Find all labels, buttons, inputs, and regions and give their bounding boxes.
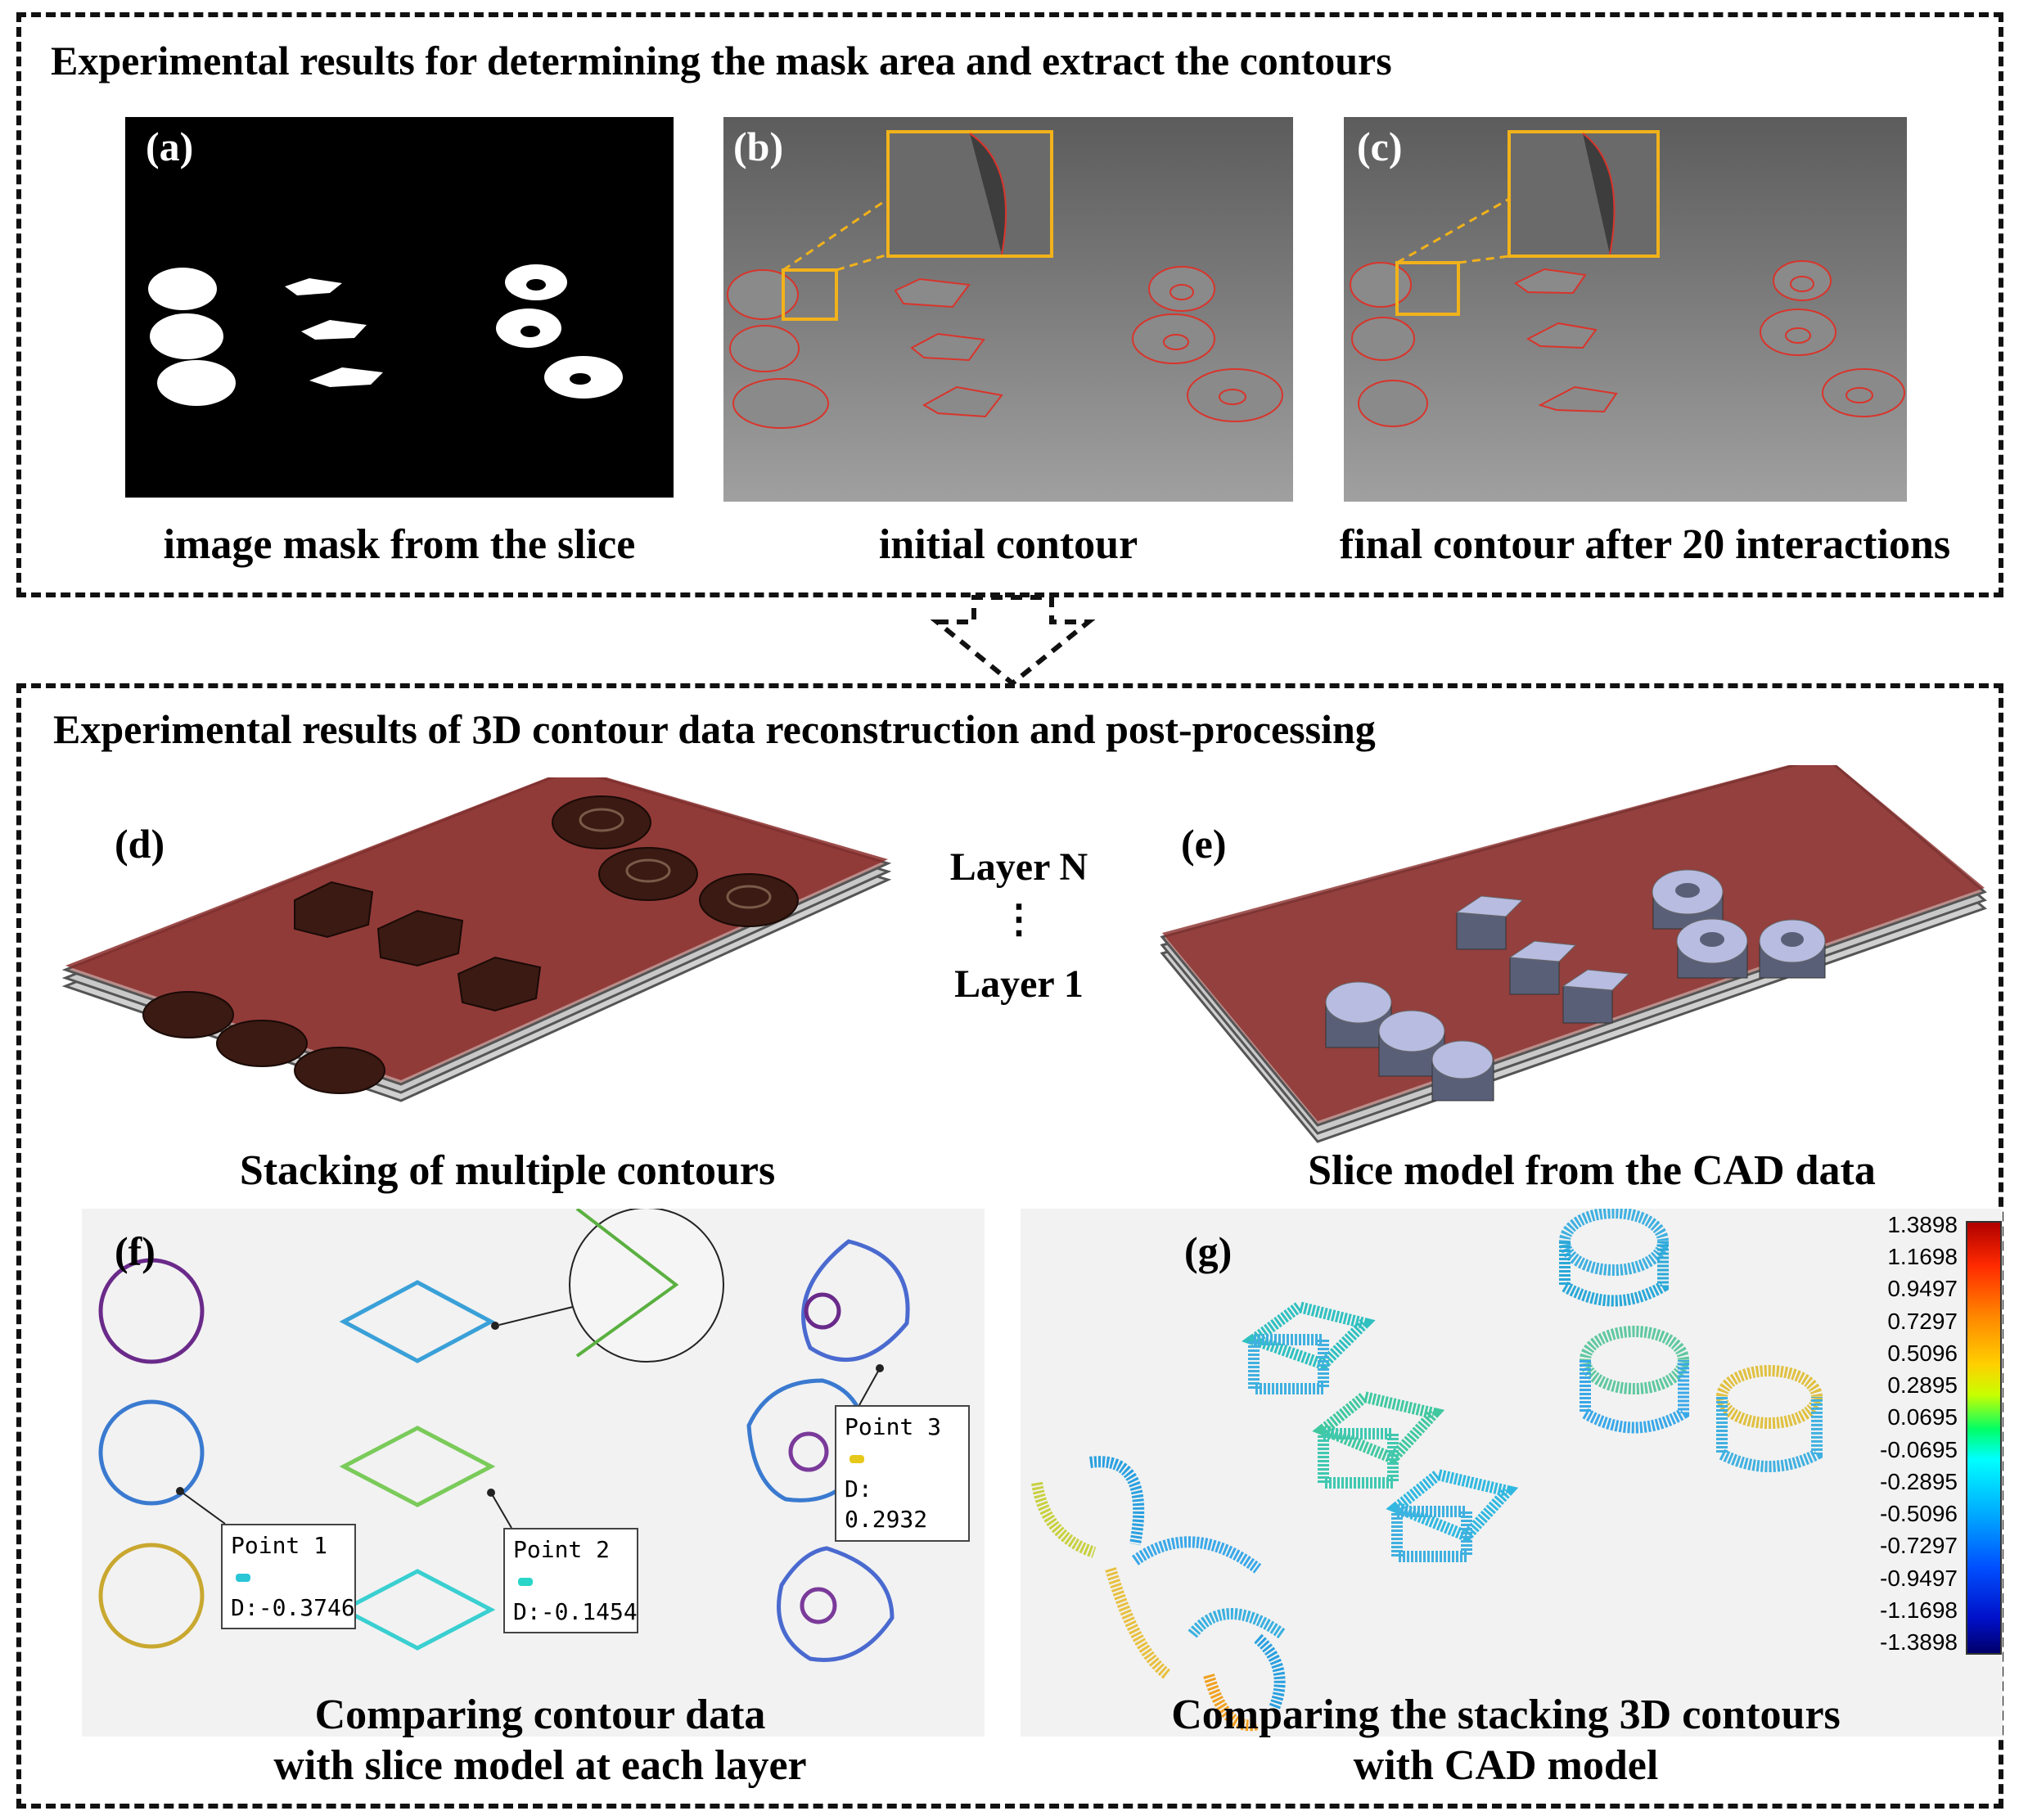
point-3-swatch bbox=[850, 1454, 864, 1463]
layer-n-label: Layer N bbox=[949, 845, 1088, 889]
layer-1-label: Layer 1 bbox=[954, 962, 1084, 1006]
color-scale-tick: 0.5096 bbox=[1887, 1340, 1958, 1366]
panel-f-caption: Comparing contour data with slice model … bbox=[131, 1690, 949, 1792]
point-3-callout: Point 3 D: 0.2932 bbox=[835, 1405, 970, 1543]
down-arrow-icon bbox=[930, 595, 1096, 687]
bottom-section-title: Experimental results of 3D contour data … bbox=[53, 706, 1376, 752]
top-section-frame bbox=[16, 12, 2003, 597]
point-2-swatch bbox=[518, 1577, 533, 1586]
point-2-callout: Point 2 D:-0.1454 bbox=[503, 1528, 638, 1634]
panel-b-initial-contour bbox=[723, 117, 1293, 502]
panel-a-label: (a) bbox=[146, 124, 194, 169]
color-scale-tick: -1.3898 bbox=[1880, 1629, 1958, 1655]
color-scale-tick: -0.2895 bbox=[1880, 1468, 1958, 1494]
color-scale-tick: 0.9497 bbox=[1887, 1276, 1958, 1302]
contour-comparison-drawing bbox=[98, 1209, 910, 1662]
panel-g-caption-line1: Comparing the stacking 3D contours bbox=[1171, 1692, 1841, 1738]
top-section-title: Experimental results for determining the… bbox=[51, 38, 1392, 83]
color-scale-tick: -0.9497 bbox=[1880, 1565, 1958, 1591]
color-scale-tick: -0.7297 bbox=[1880, 1533, 1958, 1559]
color-scale-tick: 0.2895 bbox=[1887, 1372, 1958, 1399]
color-scale-tick: -0.0695 bbox=[1880, 1436, 1958, 1462]
panel-d-caption: Stacking of multiple contours bbox=[239, 1147, 776, 1194]
panel-g-deviation-map: 1.3898 1.1698 0.9497 0.7297 0.5096 0.2895 0.06… bbox=[1021, 1209, 2003, 1737]
color-scale-bar bbox=[1966, 1221, 2002, 1655]
color-scale-tick: 1.3898 bbox=[1887, 1212, 1958, 1237]
color-scale-tick: 0.7297 bbox=[1887, 1308, 1958, 1334]
initial-contour-overlay bbox=[727, 130, 1283, 429]
panel-e-caption: Slice model from the CAD data bbox=[1308, 1147, 1876, 1194]
point-1-callout: Point 1 D:-0.3746 bbox=[221, 1524, 356, 1630]
point-2-value: D:-0.1454 bbox=[513, 1597, 638, 1625]
color-scale-tick: 0.0695 bbox=[1887, 1404, 1958, 1430]
deviation-3d-contours bbox=[1031, 1209, 1823, 1732]
color-scale-tick: 1.1698 bbox=[1887, 1244, 1958, 1270]
color-scale-tick: -0.5096 bbox=[1880, 1501, 1958, 1527]
panel-b-caption: initial contour bbox=[878, 521, 1138, 568]
point-3-name: Point 3 bbox=[845, 1413, 942, 1440]
panel-b-label: (b) bbox=[733, 124, 784, 169]
panel-c-final-contour bbox=[1344, 117, 1907, 502]
panel-c-caption: final contour after 20 interactions bbox=[1339, 521, 1951, 568]
mask-shapes bbox=[148, 264, 623, 406]
color-scale-tick: -1.1698 bbox=[1880, 1597, 1958, 1623]
panel-e-cad-slice-model bbox=[1160, 765, 1987, 1143]
panel-a-mask-image bbox=[125, 117, 674, 498]
layer-dots: ⋮ bbox=[999, 898, 1039, 941]
panel-f-caption-line2: with slice model at each layer bbox=[273, 1742, 807, 1790]
panel-g-caption-line2: with CAD model bbox=[1353, 1742, 1659, 1790]
point-1-name: Point 1 bbox=[231, 1532, 328, 1559]
panel-g-caption: Comparing the stacking 3D contours with … bbox=[1097, 1690, 1915, 1792]
panel-g-label: (g) bbox=[1184, 1228, 1233, 1274]
point-2-name: Point 2 bbox=[513, 1536, 611, 1563]
panel-a-caption: image mask from the slice bbox=[163, 521, 636, 568]
panel-f-contour-comparison: Point 1 D:-0.3746 Point 2 D:-0.1454 Poin… bbox=[82, 1209, 985, 1737]
panel-e-label: (e) bbox=[1181, 821, 1227, 867]
final-contour-overlay bbox=[1350, 130, 1905, 427]
point-3-value: D: 0.2932 bbox=[845, 1475, 928, 1534]
panel-f-caption-line1: Comparing contour data bbox=[314, 1692, 766, 1738]
point-1-value: D:-0.3746 bbox=[231, 1593, 355, 1621]
panel-d-stacked-contours bbox=[61, 777, 892, 1102]
panel-f-label: (f) bbox=[115, 1228, 155, 1274]
panel-d-label: (d) bbox=[115, 821, 165, 867]
panel-c-label: (c) bbox=[1357, 124, 1403, 169]
point-1-swatch bbox=[236, 1573, 250, 1582]
